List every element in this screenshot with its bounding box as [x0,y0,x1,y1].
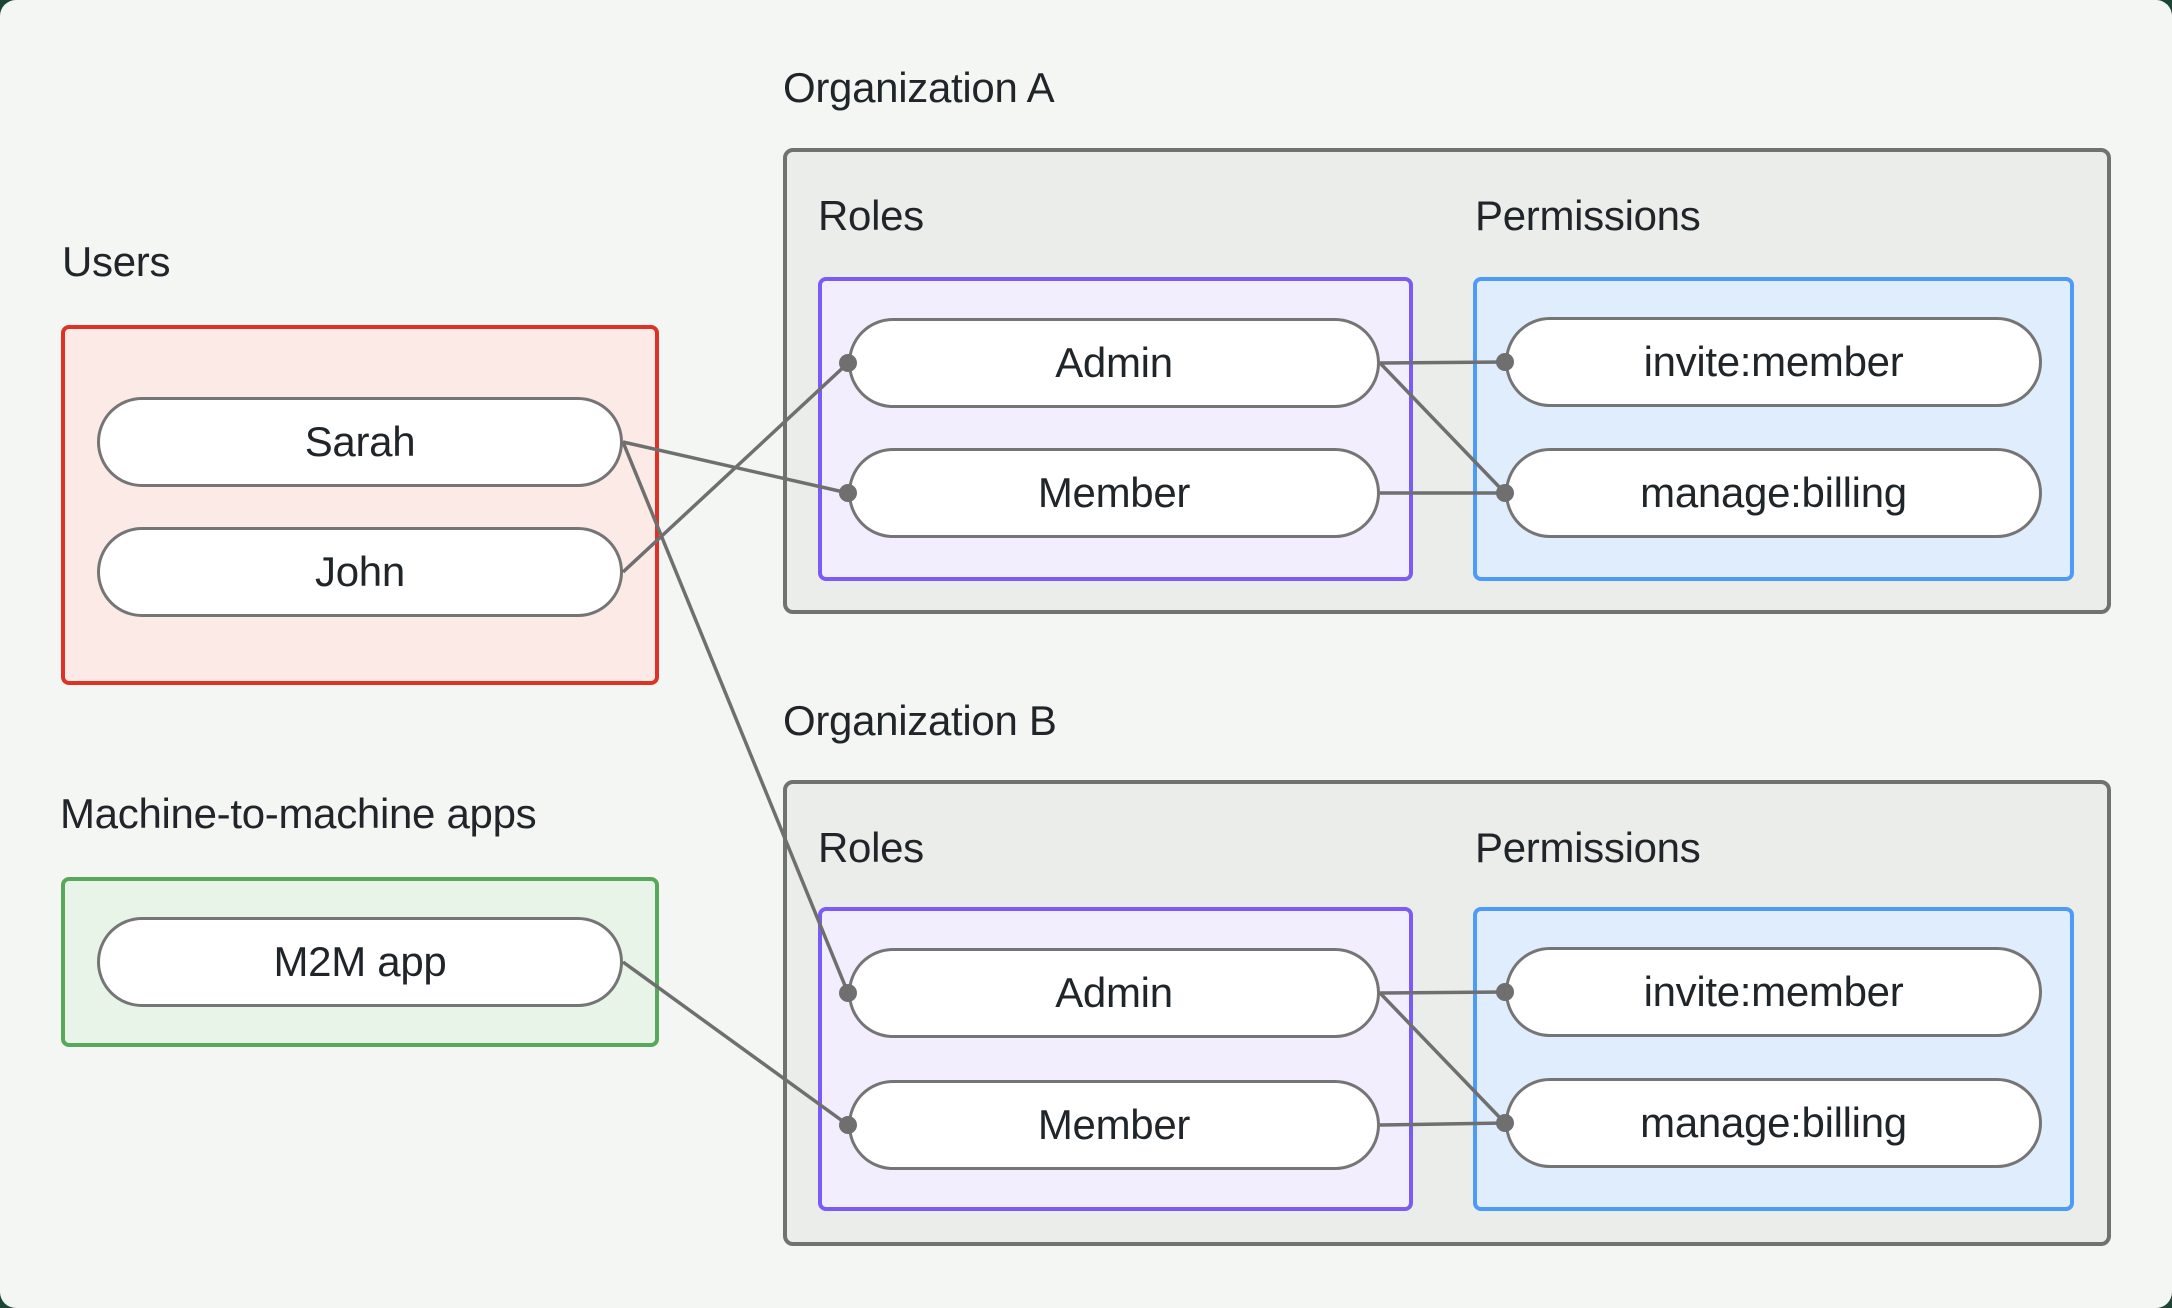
org-b-role-member-label: Member [1037,1101,1191,1148]
org-b-title: Organization B [783,697,1057,744]
users-group-box [61,325,659,685]
m2m-app-node: M2M app [97,917,623,1007]
org-a-role-admin-label: Admin [1055,339,1173,386]
org-a-permission-invite-member-label: invite:member [1643,338,1904,385]
org-a-permission-invite-member: invite:member [1505,317,2042,407]
user-node-john-label: John [315,548,405,595]
user-node-sarah-label: Sarah [304,418,416,465]
org-b-roles-label: Roles [818,824,924,871]
user-node-sarah: Sarah [97,397,623,487]
org-b-permission-invite-member-label: invite:member [1643,968,1904,1015]
org-a-role-member: Member [848,448,1380,538]
org-b-role-member: Member [848,1080,1380,1170]
users-group-label: Users [62,238,171,285]
org-b-permission-manage-billing-label: manage:billing [1640,1099,1907,1146]
org-a-permission-manage-billing-label: manage:billing [1640,469,1907,516]
org-a-role-member-label: Member [1037,469,1191,516]
m2m-group-label: Machine-to-machine apps [60,790,537,837]
org-b-permission-invite-member: invite:member [1505,947,2042,1037]
org-b-role-admin: Admin [848,948,1380,1038]
org-a-role-admin: Admin [848,318,1380,408]
m2m-app-node-label: M2M app [273,938,447,985]
org-b-permission-manage-billing: manage:billing [1505,1078,2042,1168]
org-a-title: Organization A [783,64,1055,111]
org-a-permissions-label: Permissions [1475,192,1701,239]
org-b-role-admin-label: Admin [1055,969,1173,1016]
user-node-john: John [97,527,623,617]
org-b-permissions-label: Permissions [1475,824,1701,871]
org-a-roles-label: Roles [818,192,924,239]
org-a-permission-manage-billing: manage:billing [1505,448,2042,538]
